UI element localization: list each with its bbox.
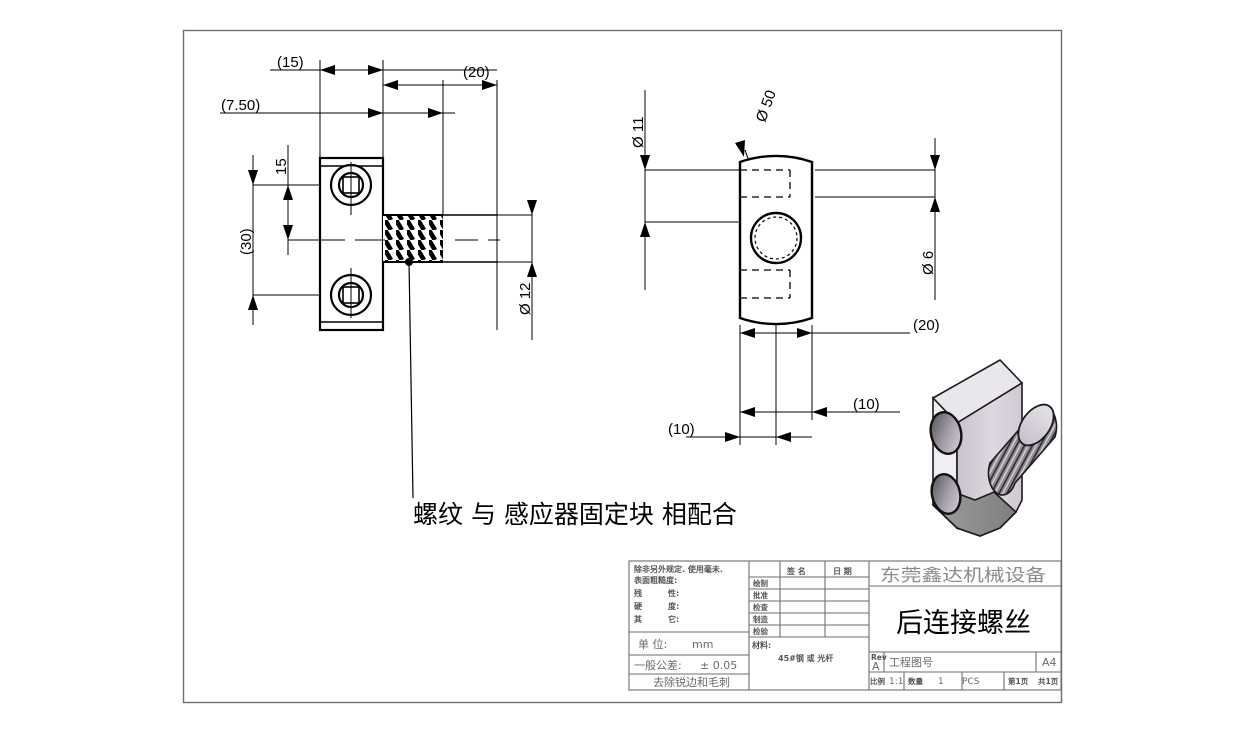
- dim-30-label: (30): [238, 228, 255, 255]
- tolerance-label: 一般公差:: [634, 658, 682, 672]
- iso-hole-bottom: [930, 473, 962, 515]
- page-current: 第1页: [1008, 676, 1029, 686]
- quantity-unit: PCS: [962, 677, 980, 687]
- dim-10a-label: (10): [853, 396, 880, 413]
- note-line-3b: 性:: [668, 588, 679, 598]
- drawing-number-label: 工程图号: [889, 656, 933, 669]
- rev-value: A: [872, 660, 880, 673]
- note-line-1: 除非另外规定. 使用毫未.: [634, 564, 723, 574]
- rev-label: Rev: [871, 653, 887, 662]
- signature-row-manufacture: 制造: [753, 614, 768, 624]
- dim-dia12-label: Ø 12: [517, 282, 534, 315]
- part-title: 后连接螺丝: [896, 608, 1031, 639]
- note-line-5a: 其: [634, 614, 642, 624]
- paper-size: A4: [1042, 656, 1057, 669]
- side-section-view: (15) (20) (7.50) 15 (30) Ø 12: [220, 54, 537, 499]
- title-block: 除非另外规定. 使用毫未. 表面粗糙度: 残 性: 硬 度: 其 它: 单 位:…: [628, 560, 1062, 691]
- side-view-geometry: [300, 156, 500, 499]
- material-label: 材料:: [752, 640, 771, 650]
- signature-row-approved: 批准: [753, 590, 768, 600]
- sheet-border: [182, 29, 1063, 704]
- iso-threaded-shaft: [987, 403, 1058, 496]
- quantity-label: 数量: [908, 676, 923, 686]
- dim-15b-label: 15: [273, 158, 290, 175]
- company-name: 东莞鑫达机械设备: [880, 566, 1046, 586]
- signature-row-inspection: 检验: [753, 626, 768, 636]
- iso-hole-top: [929, 411, 963, 455]
- note-line-4a: 硬: [634, 602, 643, 611]
- tolerance-value: ± 0.05: [700, 659, 737, 672]
- dim-750-label: (7.50): [221, 97, 260, 114]
- front-view-arrowheads: [640, 140, 940, 442]
- isometric-view: [929, 358, 1058, 537]
- note-line-4b: 度:: [668, 601, 679, 611]
- signature-row-drawn: 绘制: [753, 578, 768, 588]
- scale-label: 比例: [870, 676, 885, 686]
- side-view-arrowheads: [248, 65, 537, 310]
- note-line-2: 表面粗糙度:: [633, 575, 677, 585]
- front-view-hidden-lines: [740, 169, 791, 299]
- unit-value: mm: [692, 638, 713, 651]
- note-line-3a: 残: [634, 588, 642, 598]
- deburr-note: 去除锐边和毛刺: [653, 675, 730, 689]
- dim-20b-label: (20): [913, 317, 940, 334]
- dim-dia11-label: Ø 11: [630, 117, 647, 148]
- leader-line: [408, 261, 414, 499]
- date-col-header: 日 期: [833, 566, 852, 576]
- dim-dia6-label: Ø 6: [920, 251, 937, 275]
- quantity-value: 1: [938, 677, 944, 687]
- front-view-geometry: [738, 154, 814, 326]
- material-value: 45#钢 或 光杆: [778, 653, 833, 663]
- front-view-extension-lines: [644, 90, 936, 445]
- page-total: 共1页: [1038, 676, 1059, 686]
- thread-note-text: 螺纹 与 感应器固定块 相配合: [413, 500, 737, 529]
- signature-row-checked: 检查: [753, 602, 768, 612]
- dim-10b-label: (10): [668, 421, 695, 438]
- dim-15-label: (15): [277, 54, 304, 71]
- dim-20-label: (20): [463, 64, 490, 81]
- signature-col-header: 签 名: [786, 566, 806, 576]
- note-line-5b: 它:: [668, 614, 679, 624]
- unit-label: 单 位:: [638, 637, 667, 651]
- scale-value: 1:1: [889, 677, 903, 687]
